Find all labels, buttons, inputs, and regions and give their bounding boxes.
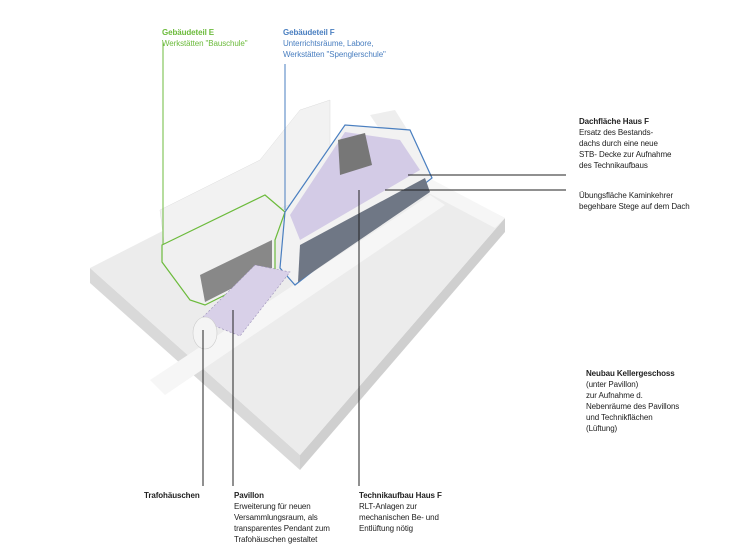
label-title: Trafohäuschen (144, 491, 200, 500)
building-f-facade (298, 178, 430, 282)
label-line: Werkstätten "Bauschule" (162, 39, 248, 48)
label-line: Erweiterung für neuen (234, 502, 311, 511)
street-front (150, 195, 445, 395)
building-f-wing-facade (338, 133, 372, 175)
label-line: Ersatz des Bestands- (579, 128, 654, 137)
label-line: Nebenräume des Pavillons (586, 402, 680, 411)
label-basement: Neubau Kellergeschoss (unter Pavillon) z… (586, 368, 679, 434)
label-line: RLT-Anlagen zur (359, 502, 417, 511)
site-plate-side-right (300, 218, 505, 470)
transformer-house (192, 316, 218, 350)
label-transformer: Trafohäuschen (144, 490, 200, 501)
label-line: zur Aufnahme d. (586, 391, 643, 400)
label-line: Werkstätten "Spenglerschule" (283, 50, 386, 59)
label-building-e: Gebäudeteil E Werkstätten "Bauschule" (162, 27, 248, 49)
label-line: Unterrichtsräume, Labore, (283, 39, 374, 48)
label-pavilion: Pavillon Erweiterung für neuen Versammlu… (234, 490, 330, 545)
label-line: STB- Decke zur Aufnahme (579, 150, 672, 159)
label-title: Gebäudeteil E (162, 28, 215, 37)
label-line: dachs durch eine neue (579, 139, 658, 148)
label-title: Pavillon (234, 491, 264, 500)
label-line: (unter Pavillon) (586, 380, 639, 389)
label-line: begehbare Stege auf dem Dach (579, 202, 690, 211)
label-title: Übungsfläche Kaminkehrer (579, 191, 674, 200)
label-building-f: Gebäudeteil F Unterrichtsräume, Labore, … (283, 27, 386, 60)
label-line: des Technikaufbaus (579, 161, 648, 170)
label-line: Trafohäuschen gestaltet (234, 535, 318, 544)
label-line: transparentes Pendant zum (234, 524, 330, 533)
label-line: und Technikflächen (586, 413, 653, 422)
pavilion (199, 264, 291, 337)
label-roof-f: Dachfläche Haus F Ersatz des Bestands- d… (579, 116, 672, 171)
label-title: Neubau Kellergeschoss (586, 369, 675, 378)
label-title: Dachfläche Haus F (579, 117, 649, 126)
label-title: Gebäudeteil F (283, 28, 335, 37)
label-title: Technikaufbau Haus F (359, 491, 442, 500)
label-line: mechanischen Be- und (359, 513, 439, 522)
label-line: Versammlungsraum, als (234, 513, 318, 522)
label-practice-area: Übungsfläche Kaminkehrer begehbare Stege… (579, 190, 690, 212)
building-e-facade (200, 240, 272, 302)
label-tech-f: Technikaufbau Haus F RLT-Anlagen zur mec… (359, 490, 442, 534)
label-line: Entlüftung nötig (359, 524, 413, 533)
building-f-roof (290, 132, 420, 240)
label-line: (Lüftung) (586, 424, 618, 433)
